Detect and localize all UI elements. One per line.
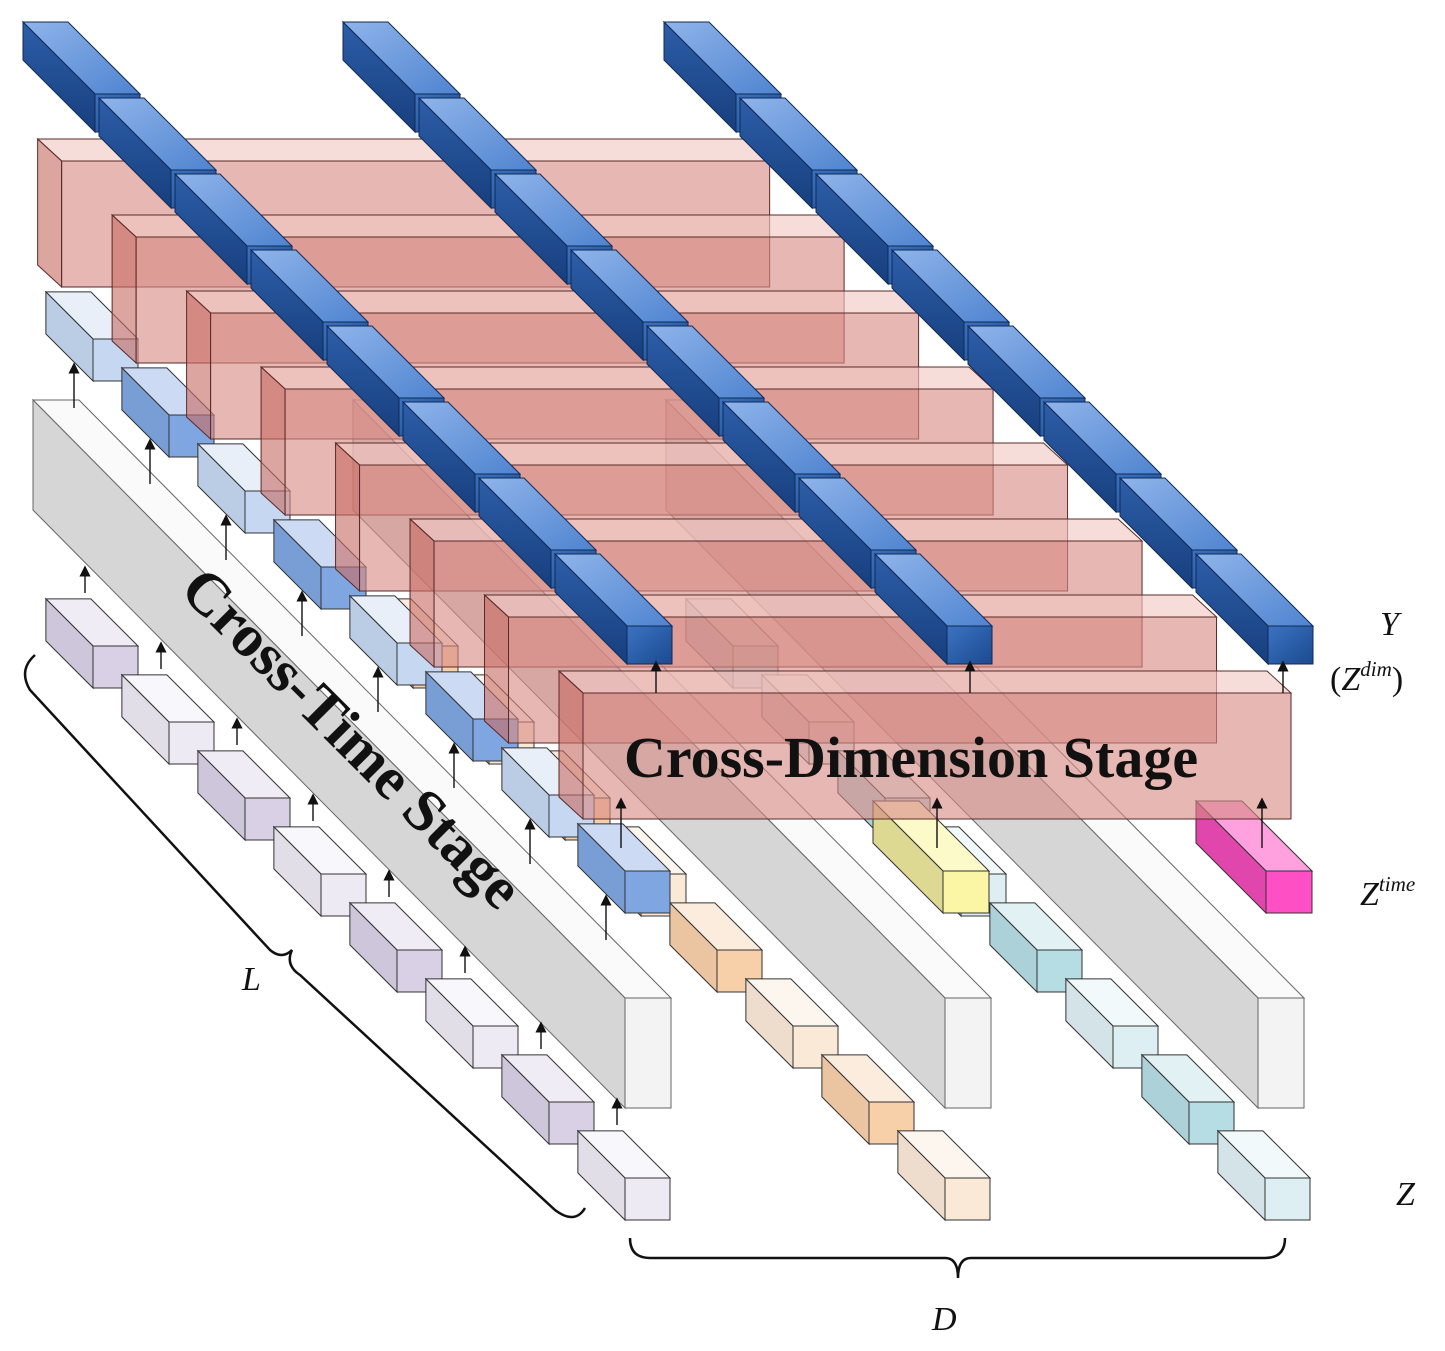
bar-segment [424, 977, 520, 1070]
output-y-column-3 [662, 20, 1315, 666]
bar-segment [44, 597, 140, 690]
output-y-column-1 [21, 20, 674, 666]
bar-segment [576, 822, 672, 915]
label-z-dim: (Zdim) [1330, 657, 1403, 698]
label-d: D [931, 1301, 957, 1338]
output-token [553, 552, 674, 666]
output-y-column-2 [341, 20, 994, 666]
bar-segment [196, 749, 292, 842]
bar-segment [668, 901, 764, 994]
label-z-time: Ztime [1360, 872, 1415, 913]
input-z-column-1 [44, 597, 672, 1222]
bar-segment [576, 1129, 672, 1222]
output-token [873, 552, 994, 666]
bar-segment [272, 825, 368, 918]
label-l: L [241, 961, 261, 998]
output-token [1194, 552, 1315, 666]
bar-segment [348, 901, 444, 994]
cross-dimension-stage-label: Cross-Dimension Stage [624, 725, 1198, 790]
d-brace [628, 1237, 1287, 1279]
label-z: Z [1396, 1176, 1416, 1213]
cross-time-slab-1 [31, 398, 673, 1110]
bar-segment [896, 1129, 992, 1222]
bar-segment [988, 901, 1084, 994]
bar-segment [1216, 1129, 1312, 1222]
bar-segment [120, 673, 216, 766]
l-brace [23, 654, 587, 1219]
label-y: Y [1380, 606, 1402, 643]
